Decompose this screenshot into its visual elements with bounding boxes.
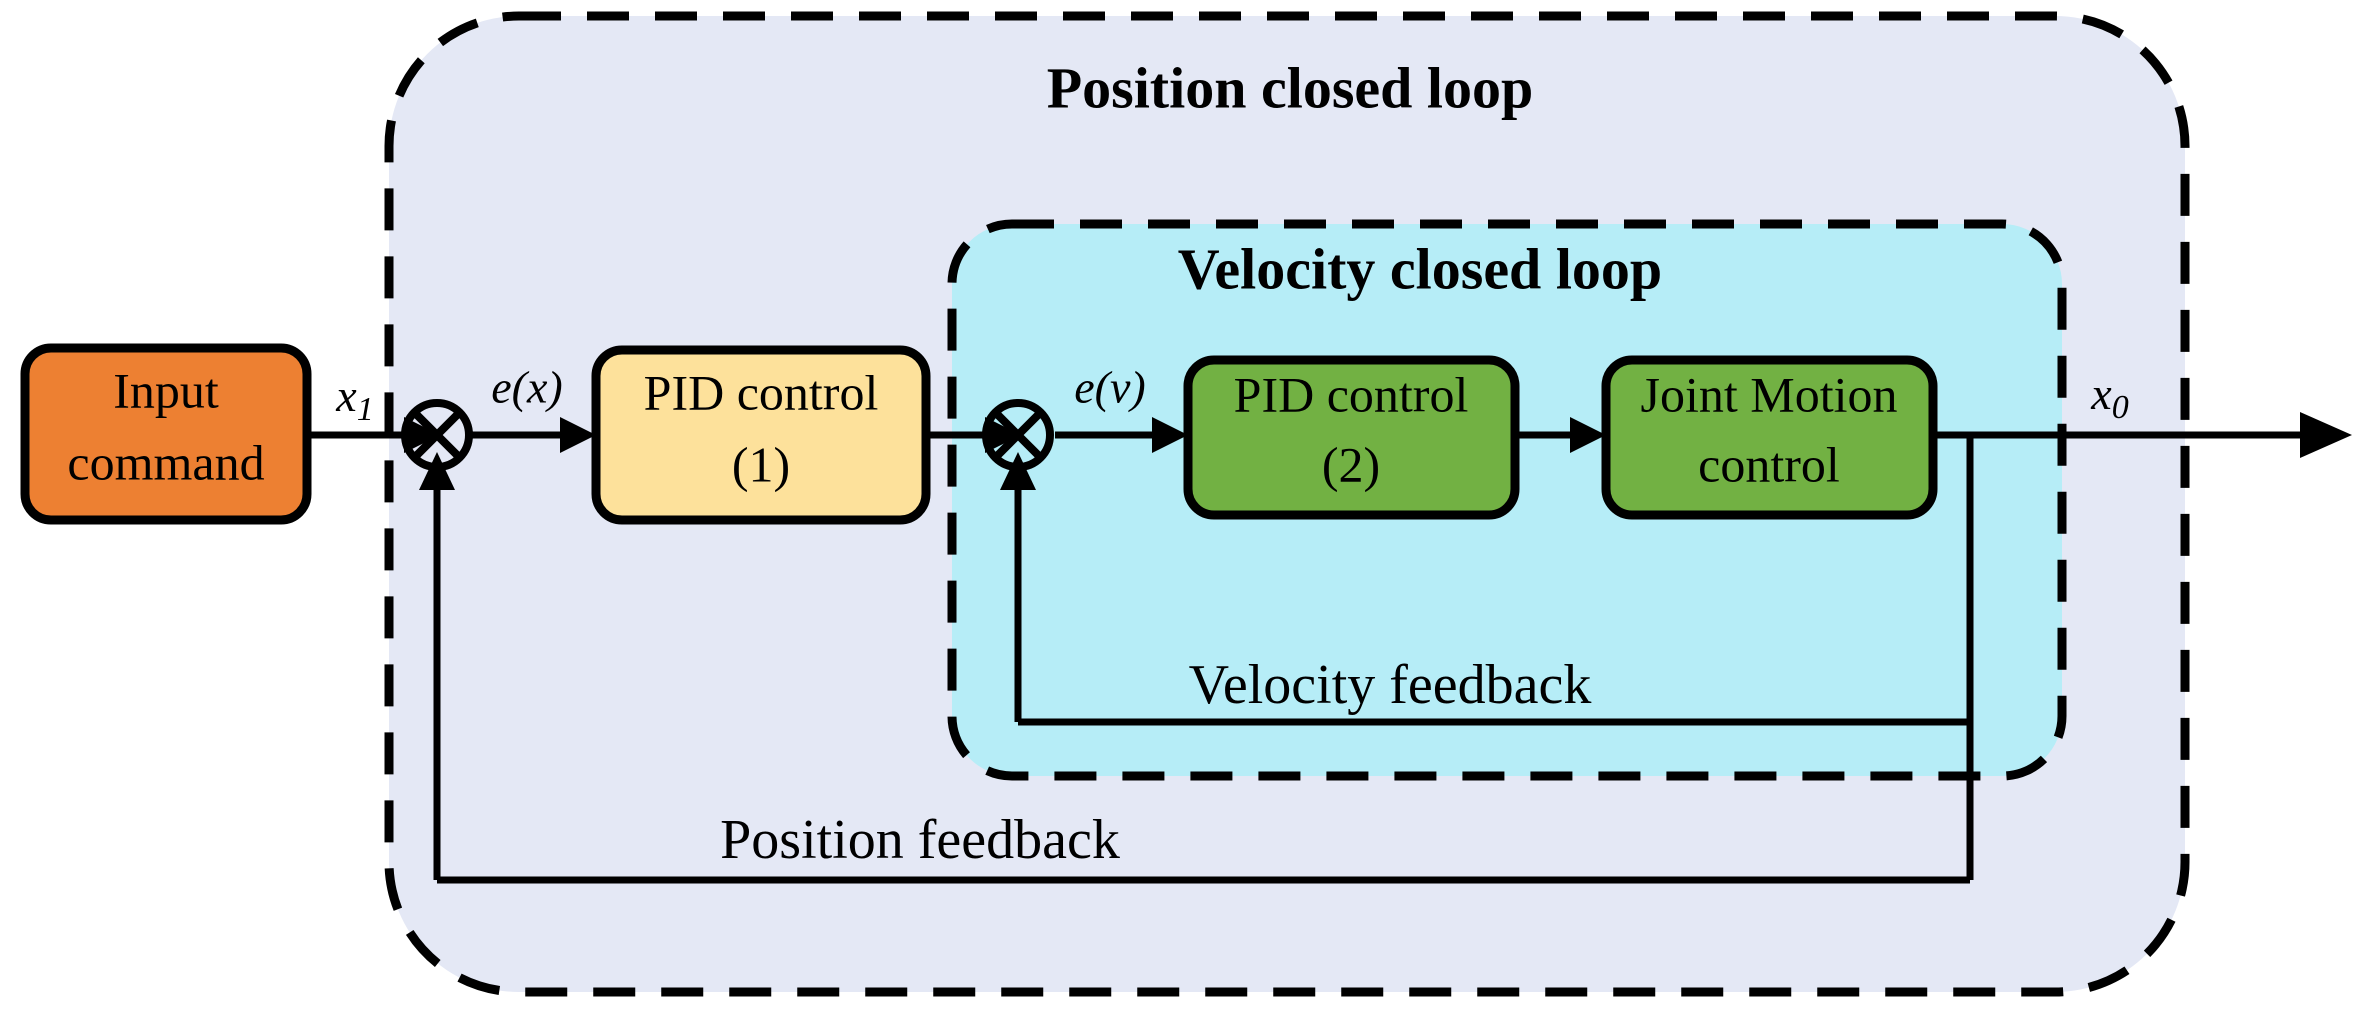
velocity-summing-junction-cross-b <box>992 409 1044 461</box>
output-signal-label: x0 <box>2090 368 2128 426</box>
input-signal-base: x <box>335 370 357 421</box>
position-summing-junction[interactable] <box>401 399 473 471</box>
arrowhead-sum2-in <box>985 417 1021 453</box>
arrowhead-pid2-in <box>1152 417 1188 453</box>
joint-motion-control-line2: control <box>1698 436 1840 492</box>
output-signal-sub: 0 <box>2112 389 2129 426</box>
pid-control-2-block-shape <box>1183 355 1520 520</box>
arrowhead-sum1-in <box>404 417 440 453</box>
pid-control-2-block[interactable]: PID control (2) <box>1183 355 1520 520</box>
pid-control-1-block-shape <box>591 345 931 525</box>
joint-motion-control-block-shape <box>1601 355 1938 520</box>
position-error-label: e(x) <box>491 362 562 413</box>
pid-control-1-block[interactable]: PID control (1) <box>591 345 931 525</box>
position-feedback-label: Position feedback <box>720 809 1120 871</box>
joint-motion-control-block[interactable]: Joint Motion control <box>1601 355 1938 520</box>
pid-control-2-line2: (2) <box>1322 436 1380 492</box>
output-signal-base: x <box>2090 368 2112 419</box>
velocity-summing-junction[interactable] <box>982 399 1054 471</box>
arrowhead-pid1-in <box>560 417 596 453</box>
input-command-block-shape <box>20 343 312 525</box>
input-command-block[interactable]: Input command <box>20 343 312 525</box>
velocity-summing-junction-circle <box>982 399 1054 471</box>
input-command-line2: command <box>67 434 264 490</box>
pid-control-1-line2: (1) <box>732 436 790 492</box>
input-signal-label: x1 <box>335 370 373 428</box>
svg-text:x1: x1 <box>335 370 373 428</box>
svg-text:x0: x0 <box>2090 368 2128 426</box>
arrowhead-joint-in <box>1570 417 1606 453</box>
velocity-feedback-label: Velocity feedback <box>1189 654 1592 716</box>
position-closed-loop-title: Position closed loop <box>1047 55 1534 120</box>
input-signal-sub: 1 <box>357 391 374 428</box>
velocity-error-label: e(v) <box>1074 362 1145 413</box>
input-command-line1: Input <box>113 362 219 418</box>
pid-control-2-line1: PID control <box>1234 366 1469 422</box>
arrowhead-output <box>2300 412 2352 458</box>
velocity-closed-loop-title: Velocity closed loop <box>1178 236 1662 301</box>
pid-control-1-line1: PID control <box>644 364 879 420</box>
joint-motion-control-line1: Joint Motion <box>1641 366 1898 422</box>
position-summing-junction-circle <box>401 399 473 471</box>
position-summing-junction-cross-b <box>411 409 463 461</box>
